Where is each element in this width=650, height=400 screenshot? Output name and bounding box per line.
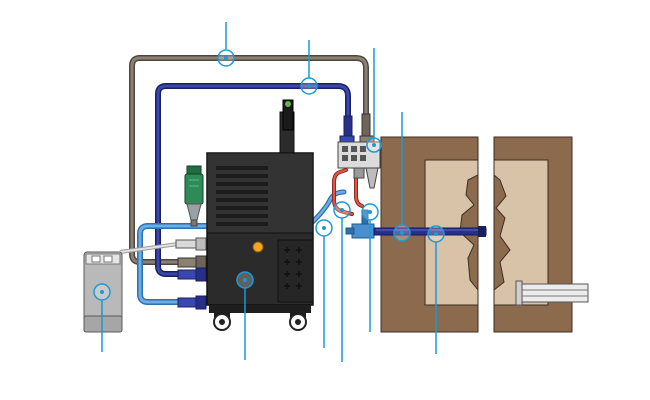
hose-brown-loop — [129, 55, 369, 265]
mold-right-half — [493, 136, 573, 333]
quick-coupler — [345, 209, 375, 239]
wheel-left — [213, 310, 231, 331]
filter-cartridge — [184, 165, 204, 227]
ejector-clamp — [515, 280, 589, 306]
wheel-right — [289, 310, 307, 331]
hose-navy-loop — [155, 83, 351, 277]
left-fittings — [175, 237, 207, 310]
hose-blue-supply — [137, 189, 347, 305]
control-unit — [206, 99, 314, 331]
hose-red-lines — [332, 168, 364, 216]
connector-grid — [284, 247, 302, 289]
callouts — [93, 22, 445, 362]
indicator-light — [252, 241, 264, 253]
vent-grille — [216, 166, 268, 226]
